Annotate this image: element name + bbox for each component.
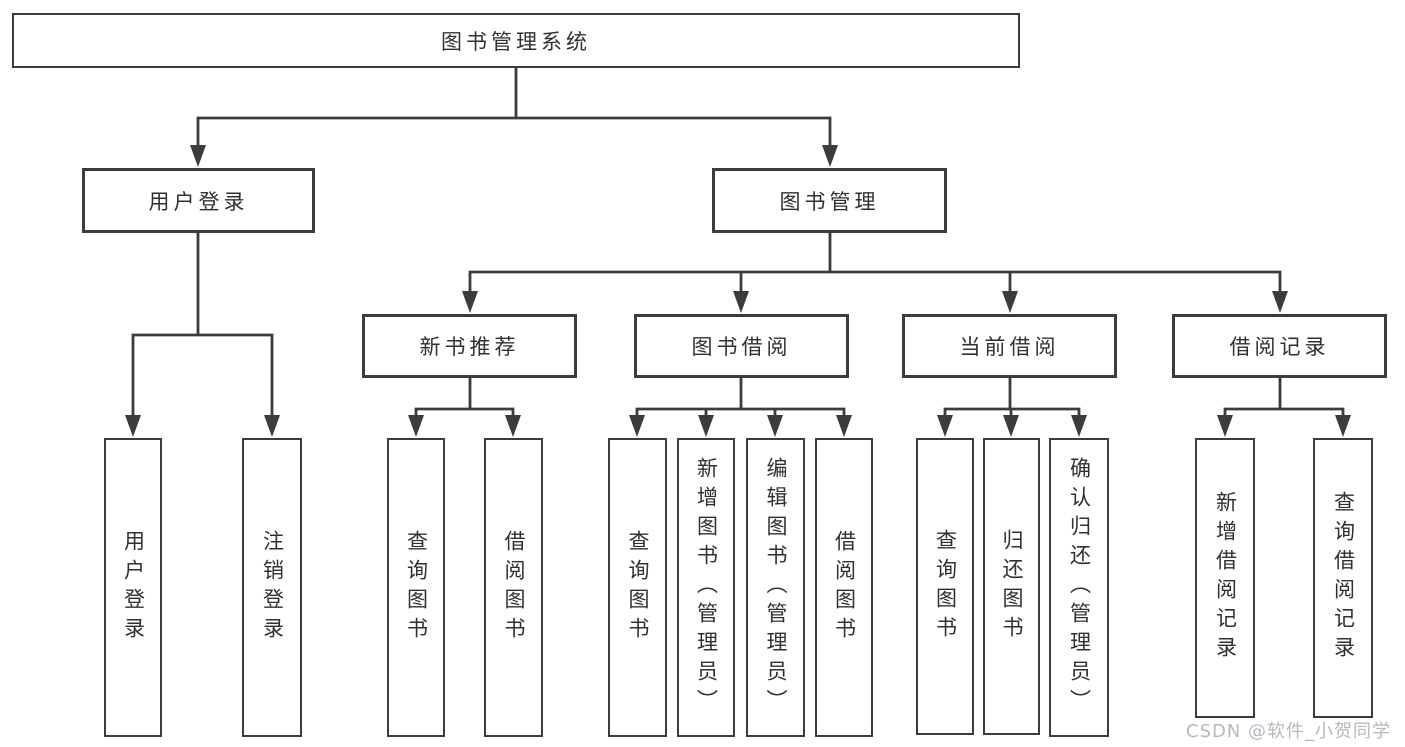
- leaf-return-book-label: 归还图书: [1000, 528, 1024, 645]
- node-root-label: 图书管理系统: [441, 29, 591, 54]
- node-borrow-records: 借阅记录: [1172, 314, 1387, 378]
- leaf-borrow-book-label: 借阅图书: [832, 529, 857, 646]
- leaf-borrow-query-book-label: 查询图书: [626, 529, 650, 646]
- leaf-current-query-book: 查询图书: [916, 438, 974, 735]
- leaf-user-login-label: 用户登录: [121, 529, 146, 646]
- node-user-login-label: 用户登录: [148, 189, 249, 214]
- node-book-borrow-label: 图书借阅: [691, 335, 792, 359]
- leaf-return-book: 归还图书: [983, 438, 1040, 735]
- leaf-add-borrow-record-label: 新增借阅记录: [1213, 491, 1238, 665]
- node-new-book-recommend-label: 新书推荐: [419, 335, 520, 359]
- leaf-current-query-book-label: 查询图书: [933, 528, 958, 645]
- leaf-logout: 注销登录: [242, 438, 302, 737]
- leaf-edit-book-admin: 编辑图书（管理员）: [746, 438, 805, 737]
- leaf-query-borrow-record-label: 查询借阅记录: [1331, 491, 1356, 665]
- node-book-management-label: 图书管理: [779, 189, 880, 214]
- node-current-borrow-label: 当前借阅: [959, 335, 1060, 359]
- node-user-login: 用户登录: [82, 168, 315, 233]
- arrowheads: [125, 145, 1351, 437]
- leaf-edit-book-admin-label: 编辑图书（管理员）: [764, 457, 788, 718]
- leaf-recommend-query-book-label: 查询图书: [404, 529, 429, 646]
- leaf-add-book-admin: 新增图书（管理员）: [677, 438, 735, 737]
- node-root: 图书管理系统: [12, 13, 1020, 68]
- node-new-book-recommend: 新书推荐: [362, 314, 577, 378]
- leaf-user-login: 用户登录: [104, 438, 162, 737]
- leaf-confirm-return-admin-label: 确认归还（管理员）: [1067, 457, 1092, 718]
- node-book-borrow: 图书借阅: [634, 314, 849, 378]
- leaf-recommend-borrow-book-label: 借阅图书: [502, 529, 526, 646]
- leaf-logout-label: 注销登录: [260, 529, 285, 646]
- leaf-add-borrow-record: 新增借阅记录: [1195, 438, 1255, 718]
- node-current-borrow: 当前借阅: [902, 314, 1117, 378]
- leaf-query-borrow-record: 查询借阅记录: [1313, 438, 1373, 718]
- leaf-add-book-admin-label: 新增图书（管理员）: [694, 457, 719, 718]
- leaf-recommend-borrow-book: 借阅图书: [484, 438, 543, 737]
- leaf-confirm-return-admin: 确认归还（管理员）: [1049, 438, 1109, 737]
- node-book-management: 图书管理: [712, 168, 947, 233]
- leaf-borrow-query-book: 查询图书: [608, 438, 667, 737]
- leaf-recommend-query-book: 查询图书: [387, 438, 445, 737]
- leaf-borrow-book: 借阅图书: [815, 438, 873, 737]
- node-borrow-records-label: 借阅记录: [1229, 335, 1330, 359]
- csdn-watermark: CSDN @软件_小贺同学: [1186, 721, 1392, 742]
